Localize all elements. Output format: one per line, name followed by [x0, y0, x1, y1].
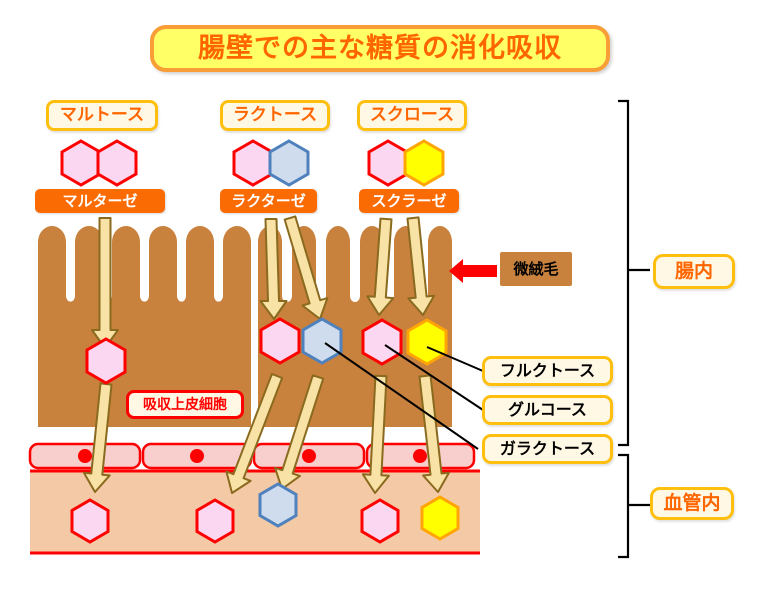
maltose-glucose-hexagon	[96, 139, 138, 187]
fructose-hexagon-villi	[406, 318, 448, 366]
glucose-hexagon-villi	[85, 337, 127, 385]
sucrase-arrow-2	[406, 216, 436, 316]
absorption-arrow	[418, 374, 450, 493]
lactose-galactose-hexagon	[268, 139, 310, 187]
lactose-glucose-hexagon	[232, 139, 274, 187]
glucose-hexagon-villi	[259, 317, 301, 365]
fructose-pointer-line	[426, 346, 484, 372]
cell-nucleus	[78, 449, 92, 463]
glucose-hexagon-blood	[360, 498, 400, 544]
glucose-hexagon-villi	[361, 318, 403, 366]
galactose-pointer-line	[324, 342, 479, 450]
fructose-label: フルクトース	[482, 356, 613, 386]
galactose-hexagon-blood	[258, 482, 298, 528]
glucose-hexagon-blood	[195, 498, 235, 544]
lactase-arrow-1	[259, 218, 288, 320]
galactose-hexagon-villi	[301, 317, 343, 365]
absorption-arrow	[225, 373, 284, 494]
sucrase-label: スクラーゼ	[359, 189, 459, 213]
blood-vessel-bracket	[618, 453, 650, 559]
blood-vessel-label: 血管内	[650, 487, 734, 520]
sucrase-arrow-1	[366, 217, 395, 316]
microvilli-pointer-arrow	[449, 259, 497, 283]
lactose-label: ラクトース	[220, 100, 330, 131]
absorption-arrow	[82, 382, 113, 493]
absorption-arrow	[361, 374, 390, 494]
maltase-arrow	[91, 217, 119, 349]
galactose-label: ガラクトース	[482, 434, 613, 464]
lumen-bracket	[618, 99, 650, 447]
sucrose-label: スクロース	[357, 100, 467, 131]
sucrose-glucose-hexagon	[367, 139, 409, 187]
fructose-hexagon-blood	[420, 495, 460, 541]
maltose-glucose-hexagon	[60, 139, 102, 187]
absorption-arrow	[274, 374, 325, 490]
page-title: 腸壁での主な糖質の消化吸収	[150, 25, 610, 72]
sucrose-fructose-hexagon	[403, 139, 445, 187]
glucose-hexagon-blood	[70, 498, 110, 544]
glucose-label: グルコース	[482, 395, 613, 425]
cell-nucleus	[413, 449, 427, 463]
lactase-label: ラクターゼ	[220, 189, 317, 213]
maltose-label: マルトース	[46, 100, 158, 131]
cell-nucleus	[190, 449, 204, 463]
lumen-label: 腸内	[653, 254, 735, 289]
lactase-arrow-2	[283, 215, 329, 320]
cell-nucleus	[302, 449, 316, 463]
epithelial-cell-label: 吸収上皮細胞	[126, 390, 244, 419]
glucose-pointer-line	[384, 344, 484, 411]
villi-block-left	[38, 226, 251, 427]
microvilli-label: 微絨毛	[500, 252, 572, 286]
maltase-label: マルターゼ	[35, 189, 165, 213]
